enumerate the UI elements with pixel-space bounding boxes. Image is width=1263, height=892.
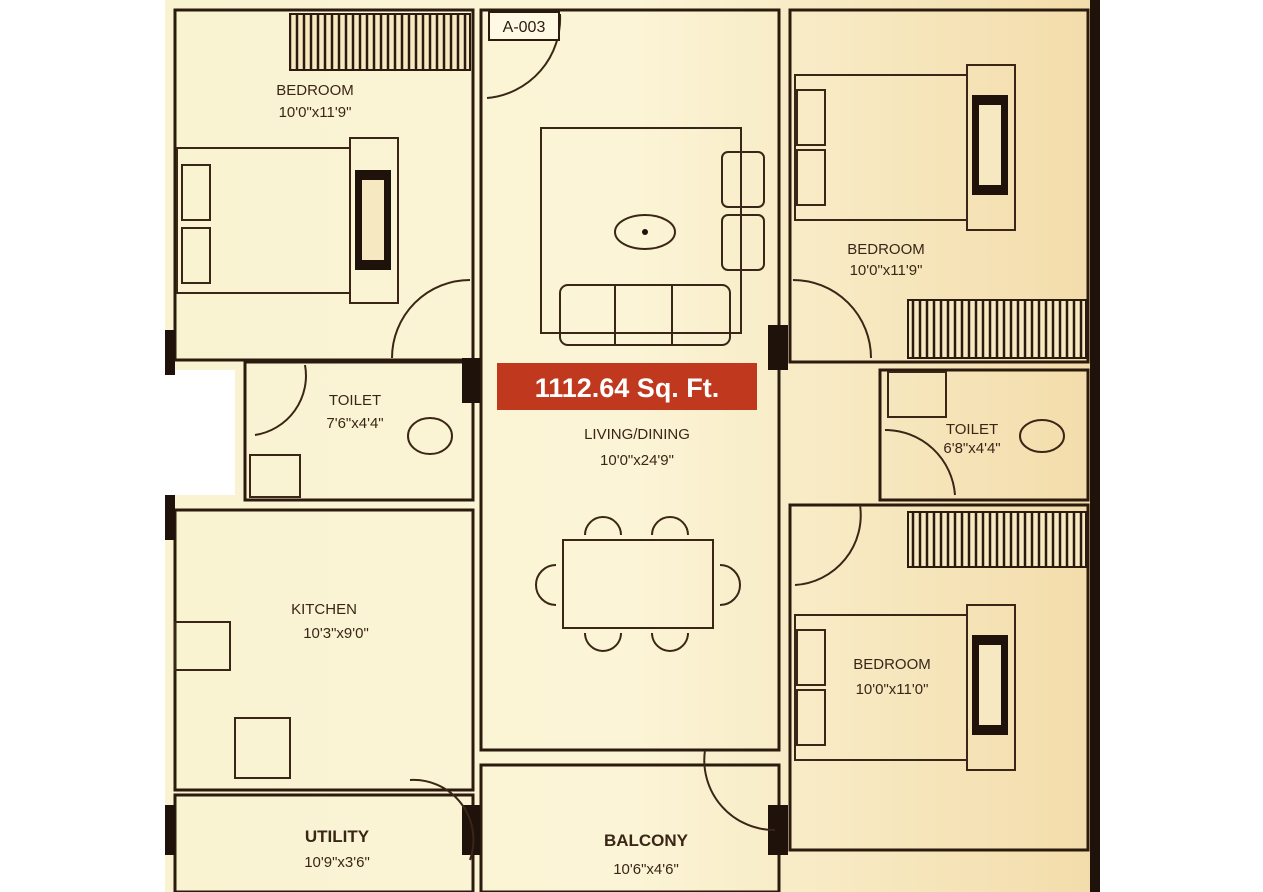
toilet-left-outline [243,360,475,502]
unit-tag-box [488,11,560,41]
wardrobe-icon [907,511,1087,568]
room-name: LIVING/DINING [584,426,690,443]
room-name: BEDROOM [847,241,925,258]
room-size: 10'0"x11'0" [856,681,929,698]
living-outline [479,8,781,752]
room-size: 10'9"x3'6" [304,854,370,871]
toilet-right-outline [878,368,1090,502]
sofa-set-icon [540,127,765,346]
toilet-seat-icon [1019,419,1065,453]
area-badge-text: 1112.64 Sq. Ft. [535,373,720,403]
bed-icon [794,64,1016,231]
room-name: TOILET [329,392,381,409]
room-size: 10'6"x4'6" [613,861,679,878]
room-name: TOILET [946,421,998,438]
area-badge [497,363,757,410]
bed-icon [794,604,1016,771]
bedroom-top-right-outline [788,8,1090,364]
bedroom-top-left-outline [173,8,475,362]
room-size: 10'3"x9'0" [303,625,369,642]
sink-icon [174,621,231,671]
room-name: BALCONY [604,831,689,850]
room-size: 10'0"x11'9" [279,104,352,121]
right-wall [1090,0,1100,892]
room-name: BEDROOM [276,82,354,99]
door-swings [254,13,956,861]
room-name: BEDROOM [853,656,931,673]
room-size: 10'0"x24'9" [600,452,674,469]
toilet-seat-icon [407,417,453,455]
room-size: 6'8"x4'4" [943,440,1000,457]
room-size: 10'0"x11'9" [850,262,923,279]
room-size: 7'6"x4'4" [326,415,383,432]
bedroom-bottom-right-outline [788,503,1090,852]
washbasin-icon [249,454,301,498]
wardrobe-icon [289,13,471,71]
washbasin-icon [887,371,947,418]
stove-icon [234,717,291,779]
notch-outside [165,370,235,495]
wardrobe-icon [907,299,1087,359]
room-name: UTILITY [305,827,370,846]
bed-icon [176,137,399,304]
dining-table-icon [535,516,741,652]
room-name: KITCHEN [291,601,357,618]
walls [165,8,1090,892]
unit-tag: A-003 [503,19,546,36]
